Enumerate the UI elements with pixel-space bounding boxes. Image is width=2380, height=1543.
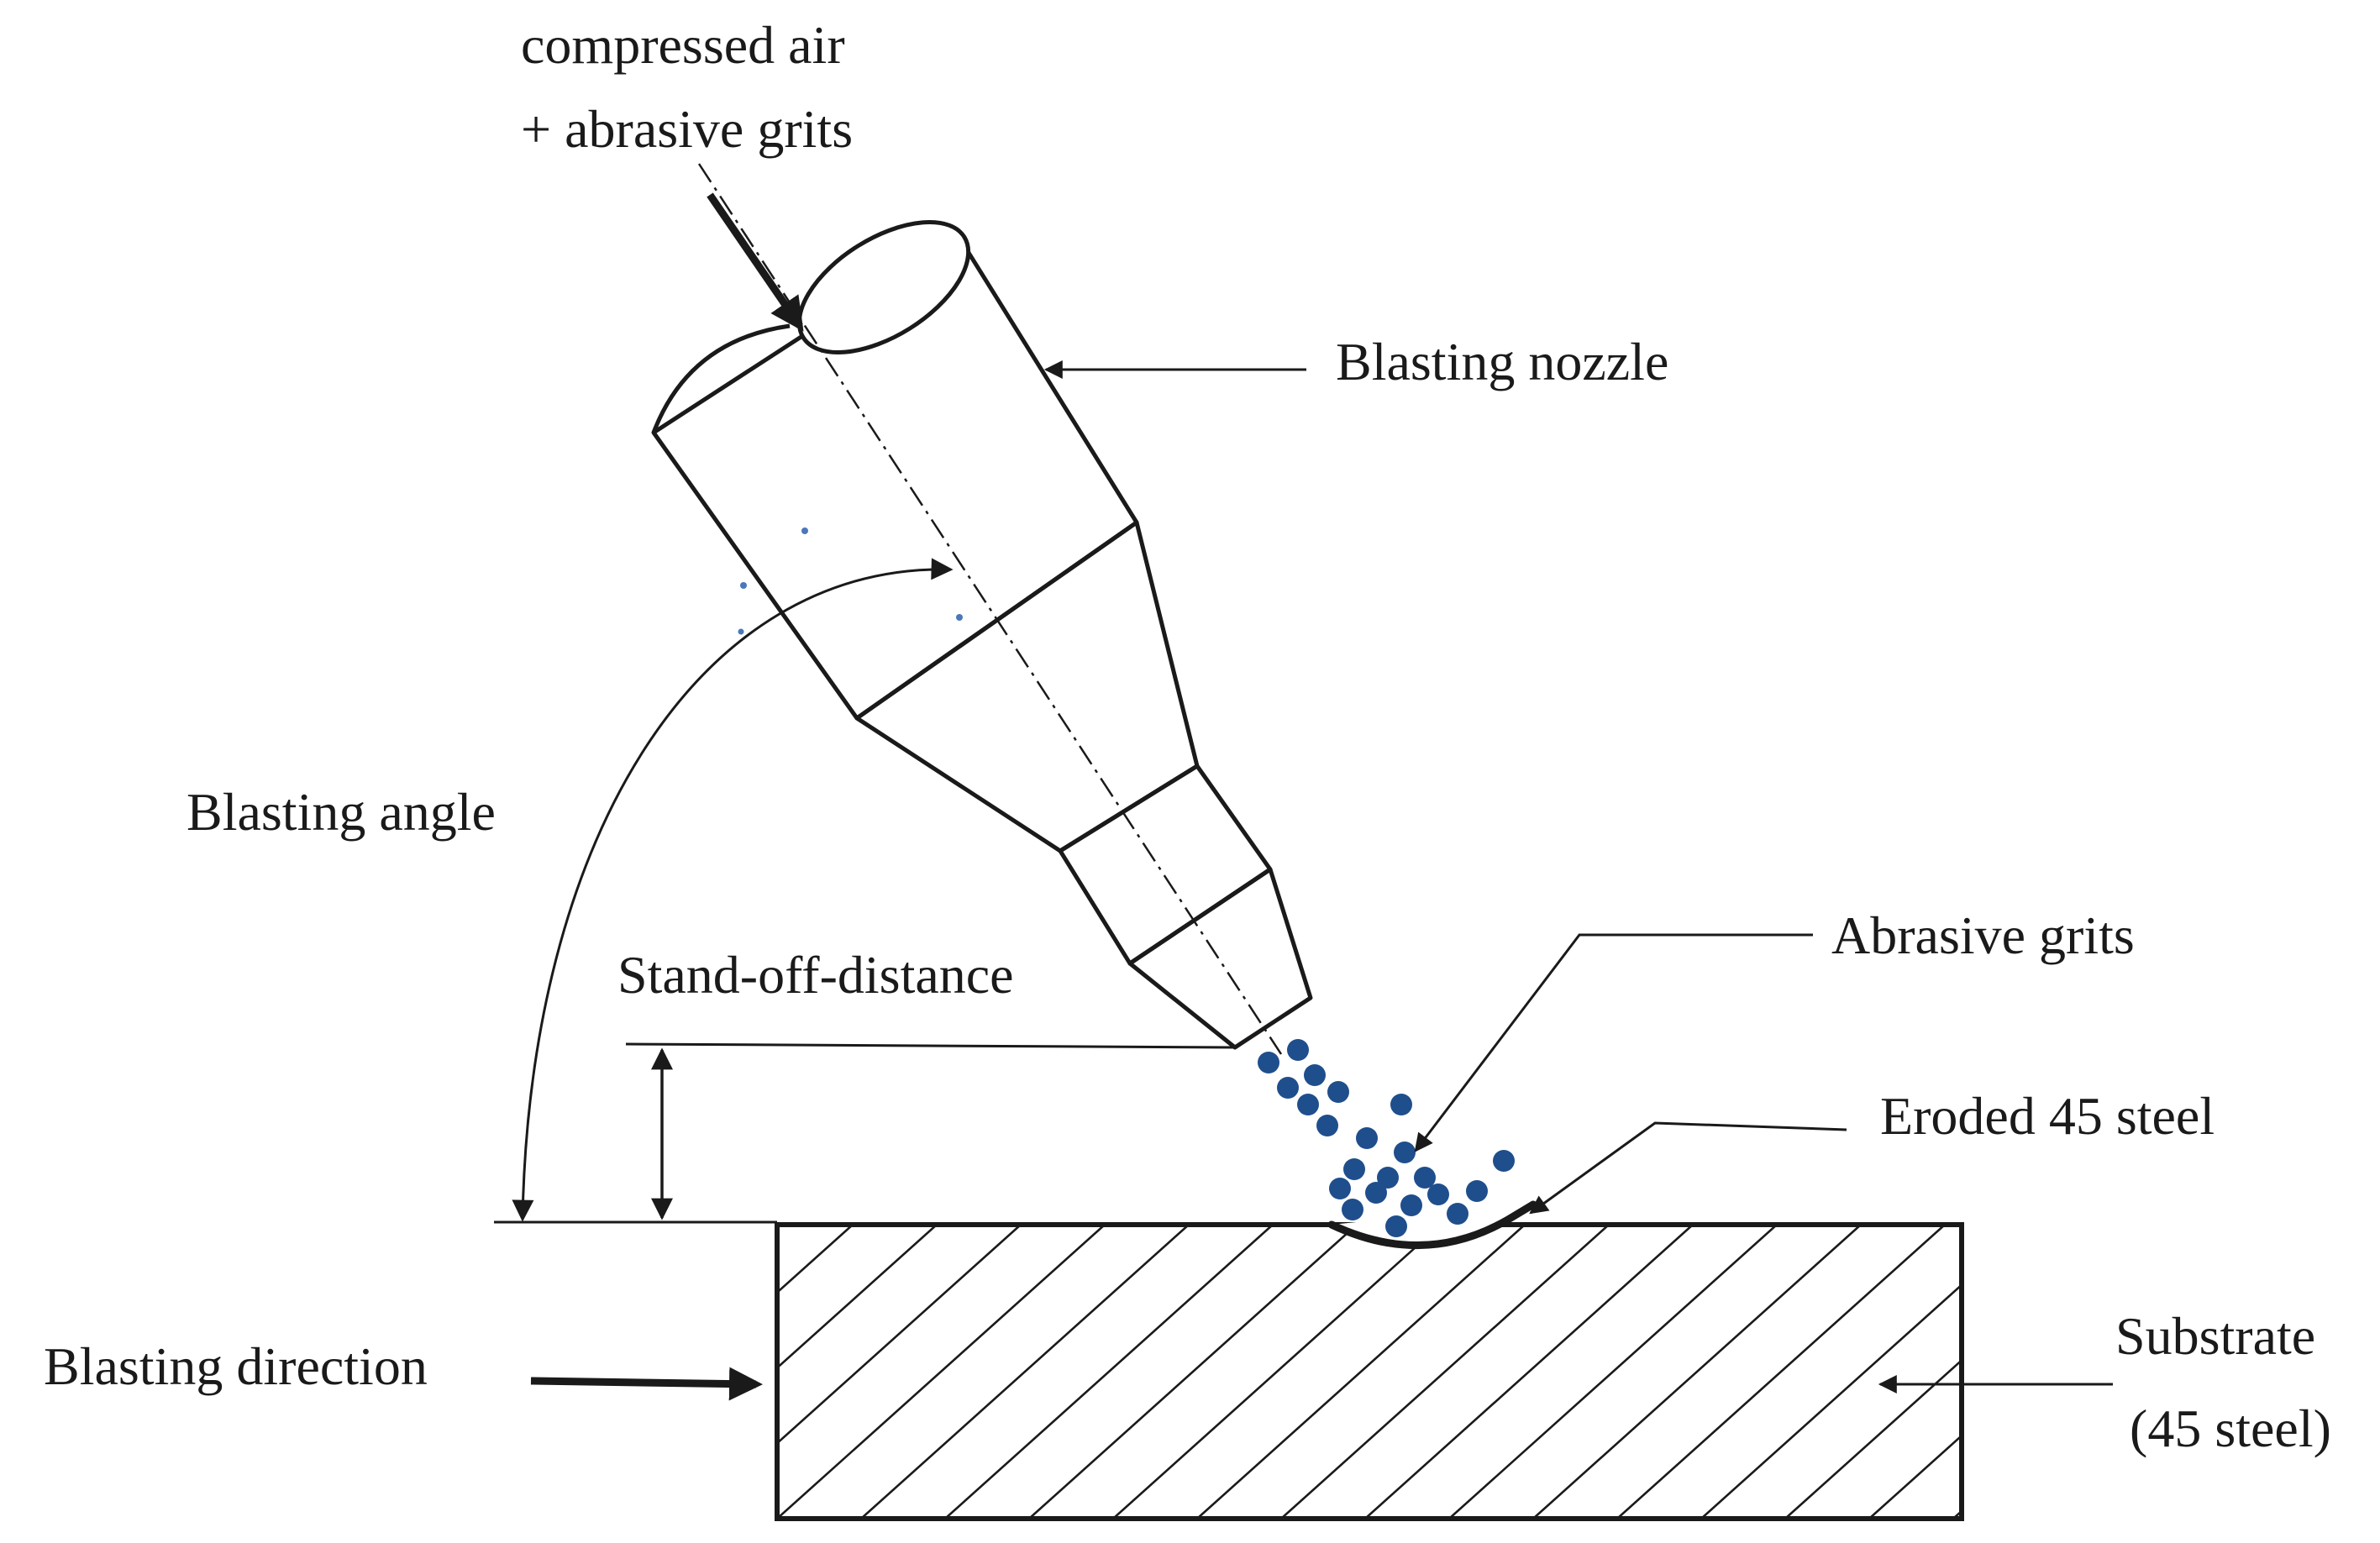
grit-particle [1277,1077,1299,1099]
hatch-line [777,1225,938,1370]
grit-particle [1316,1115,1338,1136]
stand-off-distance-label: Stand-off-distance [617,945,1014,1005]
hatch-line [1868,1434,1962,1519]
grit-particle [1329,1178,1351,1199]
hatch-line [860,1225,1190,1519]
blasting-nozzle-label: Blasting nozzle [1336,332,1668,391]
hatch-line [1784,1358,1962,1519]
nozzle-inlet-ellipse [796,220,971,354]
hatch-line [1196,1225,1526,1519]
hatch-line [1280,1225,1610,1519]
blasting-angle-label: Blasting angle [187,782,496,842]
grit-particle [1385,1215,1407,1237]
substrate-label-line1: Substrate [2115,1306,2315,1366]
blasting-nozzle [651,220,1313,1050]
blasting-direction-label: Blasting direction [44,1336,428,1396]
substrate-label-line2: (45 steel) [2130,1399,2331,1458]
grit-particle [1447,1203,1468,1225]
inlet-label-line2: + abrasive grits [521,99,853,159]
hatch-line [1616,1225,1946,1519]
grit-particle [1390,1094,1412,1115]
hatch-line [1028,1225,1358,1519]
inlet-label-line1: compressed air [521,15,845,75]
grit-particle [1466,1180,1488,1202]
grit-particle [1394,1142,1416,1163]
hatch-line [1700,1283,1962,1519]
abrasive-grits-leader [1414,933,1813,1152]
grit-particle [1327,1081,1349,1103]
eroded-steel-label: Eroded 45 steel [1880,1086,2215,1146]
hatch-line [1364,1225,1694,1519]
hatch-line [2037,1225,2365,1519]
grit-particle [1400,1194,1422,1216]
blasting-direction-arrow [530,1367,763,1401]
inlet-arrow [707,192,804,332]
hatch-line [777,1225,1106,1519]
grit-particle [1342,1199,1363,1220]
grit-particle [1343,1158,1365,1180]
hatch-line [944,1225,1274,1519]
blasting-angle-arc [512,558,954,1222]
grit-particle [1377,1167,1399,1189]
grit-particle [1427,1183,1449,1205]
hatch-line [2289,1225,2380,1519]
hatch-line [777,1225,1022,1446]
hatch-line [441,1225,769,1519]
grit-particle [1297,1094,1319,1115]
eroded-crater [1327,1200,1537,1249]
grit-particle [1287,1039,1309,1061]
grit-particle [1365,1182,1387,1204]
hatch-line [2373,1225,2380,1519]
hatch-line [1112,1225,1442,1519]
hatch-line [1448,1225,1778,1519]
hatch-line [1532,1225,1862,1519]
grit-particle [1258,1052,1279,1073]
grit-particle [1414,1167,1436,1189]
grit-particle [1356,1127,1378,1149]
hatch-line [2205,1225,2380,1519]
stand-off-top-extension [625,1042,1236,1049]
abrasive-grits-label: Abrasive grits [1831,905,2135,965]
substrate-block [775,1222,1964,1521]
substrate-hatching [441,1225,2380,1519]
hatch-line [777,1225,854,1294]
hatch-line [2121,1225,2380,1519]
hatch-line [1952,1509,1962,1519]
abrasive-grit-particles [1258,1039,1515,1237]
nozzle-axis [697,163,1283,1055]
grit-particle [1304,1064,1326,1086]
grit-particle [1493,1150,1515,1172]
eroded-steel-leader [1529,1121,1847,1215]
